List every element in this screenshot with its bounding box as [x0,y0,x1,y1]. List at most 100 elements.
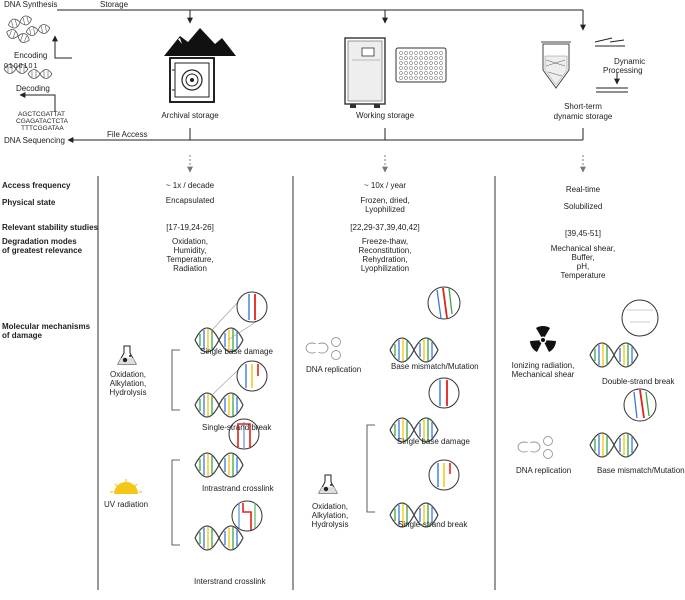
shortterm-degradation-mode: Temperature [560,271,606,280]
storage-flow-line [57,9,586,31]
plate-well [429,66,433,70]
sequence-line: CGAGATACTCTA [16,118,68,125]
row-label-molecular-mechanisms: of damage [2,331,43,340]
plate-well [424,51,428,55]
plate-well [409,66,413,70]
well-plate-icon [395,47,447,83]
working-chemical-cause: Alkylation, [311,511,349,520]
dynamic-processing-icon [594,37,628,93]
shortterm-replication-cause: DNA replication [516,466,572,475]
dna-sequencing-label: DNA Sequencing [4,136,65,145]
mountain-icon [164,28,236,56]
plate-well [419,66,423,70]
archival-single-strand-break [194,360,268,418]
damage-label: Double-strand break [602,377,675,386]
plate-well [439,66,443,70]
storage-label: Storage [100,0,129,9]
plate-well [414,56,418,60]
plate-well [404,56,408,60]
file-access-line [67,128,584,143]
plate-well [439,51,443,55]
plate-well [414,51,418,55]
plate-well [434,51,438,55]
plate-well [409,76,413,80]
plate-well [434,76,438,80]
damage-label: Single-strand break [398,520,468,529]
plate-well [439,76,443,80]
plate-well [434,56,438,60]
row-label-degradation-modes: Degradation modes [2,237,77,246]
archival-stability-studies: [17-19,24-26] [166,223,214,232]
working-chemical-cause: Oxidation, [311,502,349,511]
flask-icon [117,345,137,365]
archival-chemical-cause: Alkylation, [109,379,147,388]
working-single-base-damage [389,377,460,443]
working-physical-state: Frozen, dried, [360,196,410,205]
plate-well [399,61,403,65]
working-replication-cause: DNA replication [306,365,362,374]
working-degradation-mode: Reconstitution, [358,246,412,255]
working-single-strand-break [389,459,460,528]
flask-icon [318,474,338,494]
working-base-mismatch [389,286,461,363]
file-access-label: File Access [107,130,148,139]
cell-division-icon [305,337,341,360]
plate-well [409,71,413,75]
decoding-label: Decoding [16,84,50,93]
row-label-stability-studies: Relevant stability studies [2,223,99,232]
short-term-label: Short-term [564,102,602,111]
archival-chemical-cause: Oxidation, [109,370,147,379]
shortterm-radiation-cause: Mechanical shear [511,370,575,379]
tube-icon [541,41,571,89]
plate-well [424,76,428,80]
archival-interstrand-crosslink [194,500,263,551]
shortterm-physical-state: Solubilized [563,202,603,211]
plate-well [399,56,403,60]
archival-brackets [171,349,180,546]
working-degradation-mode: Rehydration, [362,255,408,264]
working-access-frequency: ~ 10x / year [363,181,407,190]
plate-well [404,76,408,80]
plate-well [404,66,408,70]
row-label-physical-state: Physical state [2,198,56,207]
plate-well [419,51,423,55]
shortterm-base-mismatch [589,388,657,458]
plate-well [439,71,443,75]
archival-degradation-mode: Oxidation, [171,237,209,246]
plate-well [429,56,433,60]
shortterm-degradation-mode: Buffer, [571,253,595,262]
plate-well [429,76,433,80]
plate-well [419,61,423,65]
archival-degradation-mode: Radiation [173,264,207,273]
damage-label: Intrastrand crosslink [202,484,274,493]
plate-well [409,51,413,55]
plate-well [414,66,418,70]
vault-safe-icon [169,57,215,103]
access-arrows [187,155,586,173]
row-label-degradation-modes: of greatest relevance [2,246,83,255]
row-label-access-frequency: Access frequency [2,181,71,190]
working-brackets [366,424,375,513]
plate-well [439,56,443,60]
plate-well [399,51,403,55]
plate-well [399,66,403,70]
sequence-line: TTTCGGATAA [21,125,64,132]
short-term-label: dynamic storage [553,112,613,121]
damage-label: Base mismatch/Mutation [597,466,685,475]
working-degradation-mode: Freeze-thaw, [361,237,409,246]
plate-well [414,71,418,75]
plate-well [424,66,428,70]
damage-label: Single base damage [397,437,470,446]
freezer-icon [344,37,386,108]
encoding-arrow [19,35,72,112]
plate-well [399,71,403,75]
working-storage-label: Working storage [355,111,415,120]
dynamic-processing-label: Processing [603,66,643,75]
damage-label: Single base damage [200,347,273,356]
shortterm-radiation-cause: Ionizing radiation, [511,361,575,370]
plate-well [404,61,408,65]
damage-label: Single-strand break [202,423,272,432]
shortterm-degradation-mode: Mechanical shear, [550,244,616,253]
